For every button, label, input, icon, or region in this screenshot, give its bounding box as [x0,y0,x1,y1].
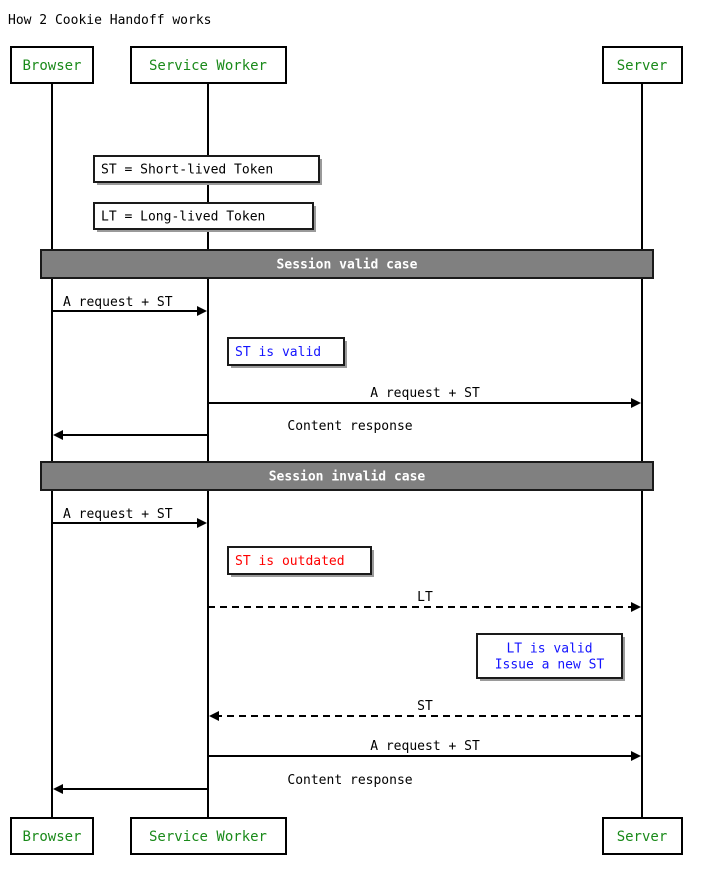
note-st-valid: ST is valid [227,337,347,368]
note-line: ST is outdated [235,554,345,569]
message-arrowhead [209,711,219,721]
definition-note-2: LT = Long-lived Token [93,202,316,232]
participant-label: Browser [22,58,81,74]
participant-label: Browser [22,829,81,845]
participant-label: Service Worker [149,58,267,74]
participant-box [10,817,94,855]
message-label: A request + ST [63,507,173,522]
message-msg-4: A request + ST [52,507,207,528]
message-msg-5: LT [208,590,641,612]
message-label: Content response [287,773,412,788]
participant-browser-top: Browser [10,46,94,84]
divider-2: Session invalid case [40,461,654,491]
message-label: A request + ST [370,739,480,754]
message-label: A request + ST [370,386,480,401]
note-box [93,155,320,183]
participant-box [602,817,683,855]
note-box [227,337,345,366]
participant-label: Service Worker [149,829,267,845]
notes-layer: ST = Short-lived Token LT = Long-lived To… [93,155,625,681]
divider-label: Session invalid case [269,470,426,485]
participant-browser-bottom: Browser [10,817,94,855]
participant-server-top: Server [602,46,683,84]
divider-bar [40,461,654,491]
note-box [93,202,314,230]
message-msg-6: ST [209,699,642,721]
divider-1: Session valid case [40,249,654,279]
message-arrowhead [53,784,63,794]
note-line: LT is valid [506,642,592,657]
message-msg-3: Content response [53,419,413,440]
participant-box [10,46,94,84]
message-label: A request + ST [63,295,173,310]
participant-service_worker-bottom: Service Worker [130,817,287,855]
message-arrowhead [197,518,207,528]
message-arrowhead [631,398,641,408]
message-arrowhead [631,602,641,612]
note-box [227,546,372,575]
note-box [476,633,623,679]
note-line: LT = Long-lived Token [101,210,265,225]
message-msg-1: A request + ST [52,295,207,316]
message-msg-8: Content response [53,773,413,794]
message-msg-2: A request + ST [208,386,641,408]
definition-note-1: ST = Short-lived Token [93,155,322,185]
note-line: ST = Short-lived Token [101,163,273,178]
message-arrowhead [631,751,641,761]
diagram-title: How 2 Cookie Handoff works [8,13,212,28]
message-label: Content response [287,419,412,434]
note-line: Issue a new ST [495,658,605,673]
note-line: ST is valid [235,345,321,360]
participant-box [602,46,683,84]
message-arrowhead [197,306,207,316]
participant-label: Server [617,58,668,74]
message-label: ST [417,699,433,714]
messages-layer: A request + ST A request + ST Content resp… [52,295,642,794]
message-msg-7: A request + ST [208,739,641,761]
message-arrowhead [53,430,63,440]
participant-service_worker-top: Service Worker [130,46,287,84]
note-st-outdated: ST is outdated [227,546,374,577]
participant-label: Server [617,829,668,845]
message-label: LT [417,590,433,605]
participant-box [130,46,287,84]
participant-box [130,817,287,855]
divider-bar [40,249,654,279]
participant-server-bottom: Server [602,817,683,855]
divider-label: Session valid case [277,258,418,273]
